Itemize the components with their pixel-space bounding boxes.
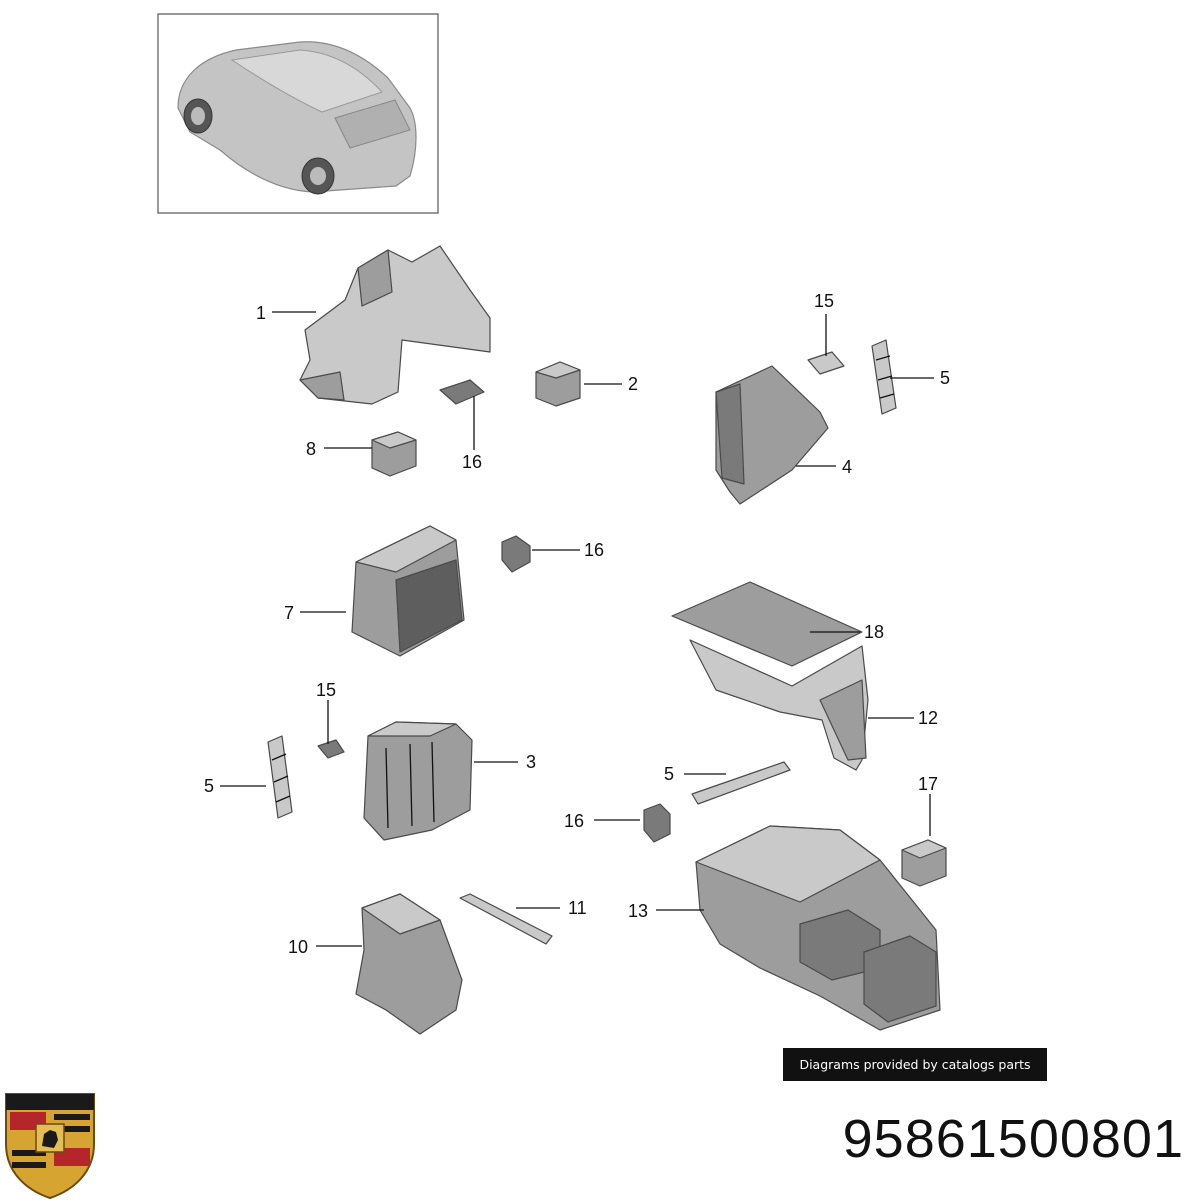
callout-5-left: 5 [204, 776, 214, 796]
callout-1: 1 [256, 303, 266, 323]
part-5a-bracket [871, 339, 897, 415]
part-12-housing [689, 639, 869, 771]
part-5b-bracket [267, 735, 293, 819]
part-13-fuse-box [695, 825, 941, 1031]
callout-8: 8 [306, 439, 316, 459]
callout-16-top: 16 [462, 452, 482, 472]
porsche-crest-logo [5, 1093, 95, 1200]
callout-5-top: 5 [940, 368, 950, 388]
callout-13: 13 [628, 901, 648, 921]
part-8-relay [371, 431, 417, 477]
car-image [177, 41, 417, 195]
part-16b-fuse [501, 535, 531, 573]
part-15a-clip [807, 351, 845, 375]
callout-2: 2 [628, 374, 638, 394]
callout-17: 17 [918, 774, 938, 794]
part-5c-bracket [691, 761, 791, 805]
diagram-credit-label: Diagrams provided by catalogs parts [783, 1048, 1047, 1081]
callout-3: 3 [526, 752, 536, 772]
part-17-relay [901, 839, 947, 887]
part-18-lid [671, 581, 863, 667]
callout-7: 7 [284, 603, 294, 623]
callout-15-lower: 15 [316, 680, 336, 700]
part-3-fuse-carrier [363, 721, 473, 841]
callout-5-mid: 5 [664, 764, 674, 784]
part-10-holder [355, 893, 463, 1035]
part-1-bracket [299, 245, 491, 405]
callout-labels: 1 2 3 4 5 5 5 7 8 10 11 12 13 15 15 16 1… [204, 291, 950, 957]
callout-12: 12 [918, 708, 938, 728]
part-15b-clip [317, 739, 345, 759]
part-2-relay [535, 361, 581, 407]
part-11-strip [459, 893, 553, 945]
callout-16-mid: 16 [584, 540, 604, 560]
part-7-relay-block [351, 525, 465, 657]
callout-16-lower: 16 [564, 811, 584, 831]
part-4-cover [715, 365, 829, 505]
callout-10: 10 [288, 937, 308, 957]
callout-15-top: 15 [814, 291, 834, 311]
part-16c-fuse [643, 803, 671, 843]
part-number: 95861500801 [842, 1109, 1184, 1169]
callout-4: 4 [842, 457, 852, 477]
callout-18: 18 [864, 622, 884, 642]
callout-11: 11 [568, 898, 587, 918]
leader-lines [220, 311, 934, 947]
part-16a-fuse [439, 379, 485, 405]
vehicle-thumbnail [157, 13, 439, 214]
